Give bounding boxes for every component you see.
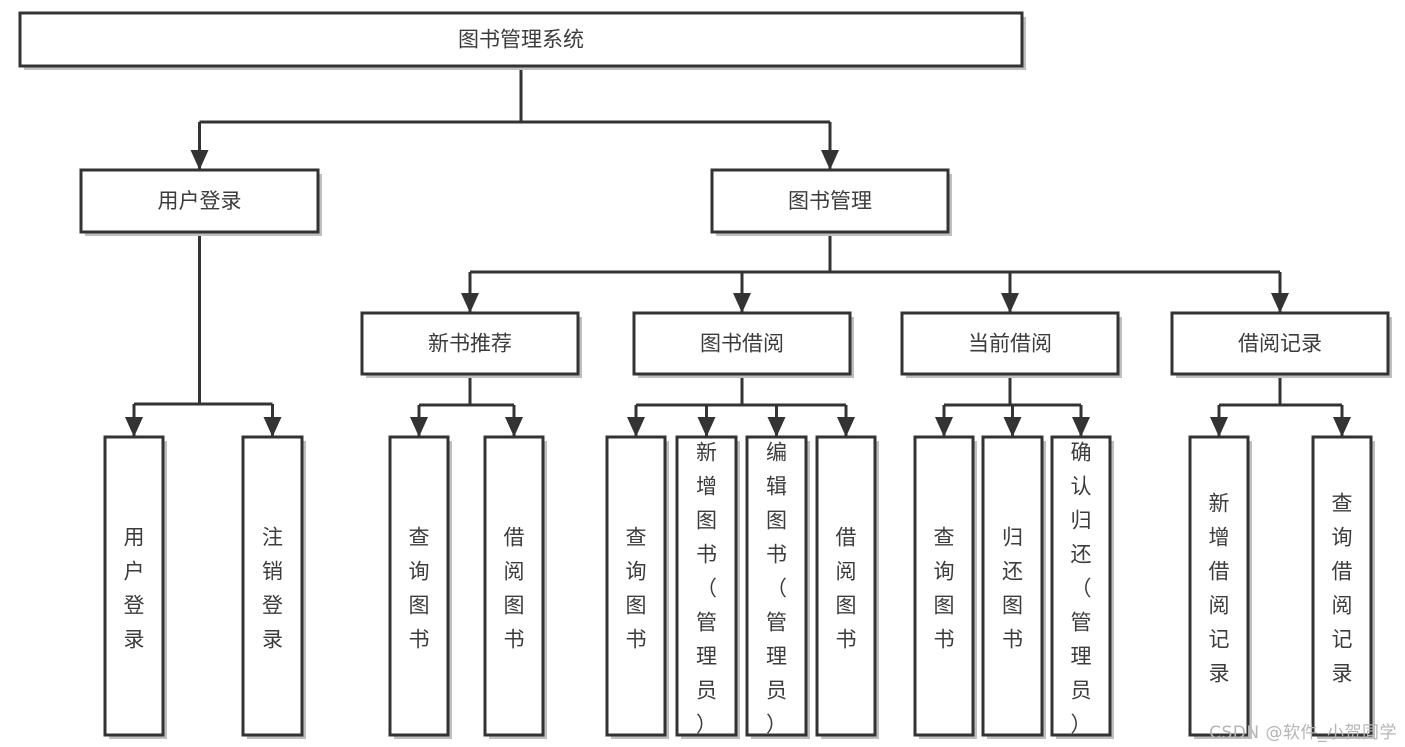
node-label: 新增图书（管理员）	[696, 441, 717, 737]
arrow-head-icon	[821, 150, 839, 170]
node-label: 编辑图书（管理员）	[766, 441, 787, 737]
arrow-head-icon	[410, 417, 428, 437]
node-leaf-edit-book-admin[interactable]: 编辑图书（管理员）	[745, 435, 810, 739]
arrow-head-icon	[837, 417, 855, 437]
node-user-login[interactable]: 用户登录	[79, 168, 322, 236]
node-leaf-return-book[interactable]: 归还图书	[981, 435, 1046, 739]
arrow-head-icon	[1271, 293, 1289, 313]
node-leaf-logout[interactable]: 注销登录	[241, 435, 306, 739]
node-rect[interactable]	[18, 11, 1024, 68]
node-rect[interactable]	[103, 435, 165, 737]
arrow-head-icon	[935, 417, 953, 437]
node-book-management[interactable]: 图书管理	[710, 168, 952, 236]
nodes-layer: 图书管理系统用户登录图书管理新书推荐图书借阅当前借阅借阅记录用户登录注销登录查询…	[18, 11, 1392, 739]
arrow-head-icon	[1003, 417, 1022, 437]
node-label: 用户登录	[158, 189, 242, 213]
node-label: 注销登录	[262, 526, 283, 652]
arrow-head-icon	[1333, 417, 1351, 437]
arrow-head-icon	[697, 417, 716, 437]
node-rect[interactable]	[981, 435, 1044, 737]
node-label: 查询借阅记录	[1332, 492, 1353, 686]
node-rect[interactable]	[483, 435, 545, 737]
node-label: 用户登录	[124, 526, 145, 652]
node-rect[interactable]	[1170, 311, 1390, 376]
node-leaf-borrow-book-recommend[interactable]: 借阅图书	[483, 435, 547, 739]
arrow-head-icon	[461, 293, 479, 313]
node-label: 查询图书	[934, 526, 955, 652]
arrow-head-icon	[1001, 293, 1019, 313]
node-borrow-record[interactable]: 借阅记录	[1170, 311, 1392, 378]
node-rect[interactable]	[745, 435, 808, 737]
node-rect[interactable]	[360, 311, 580, 376]
node-leaf-query-book-recommend[interactable]: 查询图书	[388, 435, 452, 739]
node-rect[interactable]	[710, 168, 950, 234]
node-rect[interactable]	[900, 311, 1120, 376]
node-rect[interactable]	[815, 435, 877, 737]
node-rect[interactable]	[913, 435, 975, 737]
node-rect[interactable]	[675, 435, 738, 737]
node-current-borrow[interactable]: 当前借阅	[900, 311, 1122, 378]
node-label: 确认归还（管理员）	[1071, 441, 1092, 737]
node-label: 新书推荐	[428, 332, 512, 356]
arrow-head-icon	[1210, 417, 1228, 437]
node-label: 借阅记录	[1238, 332, 1322, 356]
node-leaf-add-borrow-record[interactable]: 新增借阅记录	[1188, 435, 1252, 739]
node-leaf-borrow-book[interactable]: 借阅图书	[815, 435, 879, 739]
watermark-label: CSDN @软件_小贺同学	[1209, 723, 1397, 743]
node-rect[interactable]	[632, 311, 852, 376]
arrow-head-icon	[627, 417, 645, 437]
arrow-head-icon	[190, 150, 209, 170]
node-label: 图书管理系统	[458, 28, 584, 52]
node-rect[interactable]	[388, 435, 450, 737]
arrow-head-icon	[1072, 417, 1090, 437]
connectors-layer	[125, 66, 1351, 437]
node-label: 归还图书	[1002, 526, 1023, 652]
node-rect[interactable]	[241, 435, 304, 737]
node-new-book-recommend[interactable]: 新书推荐	[360, 311, 582, 378]
node-leaf-confirm-return-admin[interactable]: 确认归还（管理员）	[1050, 435, 1114, 739]
node-label: 查询图书	[626, 526, 647, 652]
arrow-head-icon	[767, 417, 786, 437]
node-rect[interactable]	[605, 435, 667, 737]
node-leaf-query-book-current[interactable]: 查询图书	[913, 435, 977, 739]
node-rect[interactable]	[1311, 435, 1373, 737]
node-label: 图书管理	[788, 189, 872, 213]
node-label: 借阅图书	[836, 526, 857, 652]
node-rect[interactable]	[79, 168, 320, 234]
node-label: 当前借阅	[968, 332, 1052, 356]
node-leaf-user-login[interactable]: 用户登录	[103, 435, 167, 739]
node-rect[interactable]	[1188, 435, 1250, 737]
node-label: 图书借阅	[700, 332, 784, 356]
arrow-head-icon	[505, 417, 523, 437]
node-label: 查询图书	[409, 526, 430, 652]
node-label: 新增借阅记录	[1209, 492, 1230, 686]
arrow-head-icon	[125, 417, 143, 437]
arrow-head-icon	[263, 417, 282, 437]
node-leaf-query-book-borrow[interactable]: 查询图书	[605, 435, 669, 739]
node-leaf-query-borrow-record[interactable]: 查询借阅记录	[1311, 435, 1375, 739]
node-label: 借阅图书	[504, 526, 525, 652]
node-leaf-add-book-admin[interactable]: 新增图书（管理员）	[675, 435, 740, 739]
arrow-head-icon	[733, 293, 751, 313]
node-book-borrow[interactable]: 图书借阅	[632, 311, 854, 378]
node-root[interactable]: 图书管理系统	[18, 11, 1026, 70]
node-rect[interactable]	[1050, 435, 1112, 737]
